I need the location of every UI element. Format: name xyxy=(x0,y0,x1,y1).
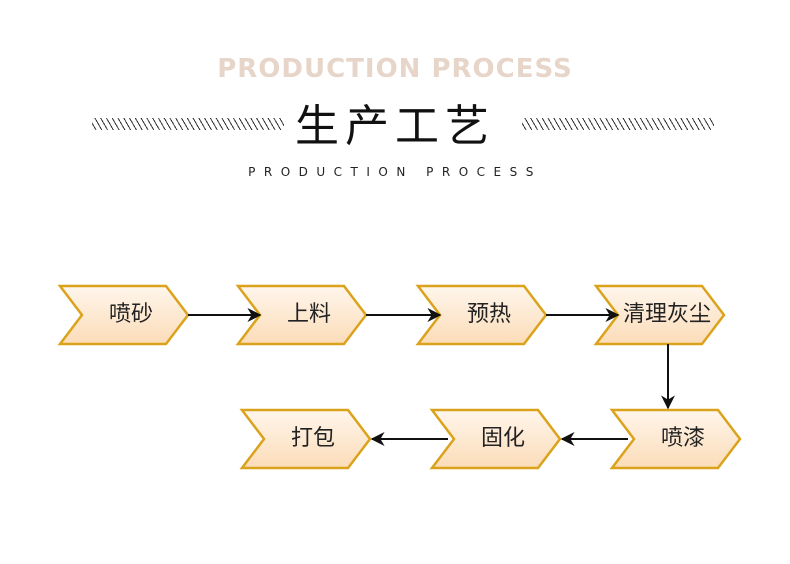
step-packaging-shape xyxy=(239,408,372,470)
step-preheating-label: 预热 xyxy=(466,302,511,327)
hatch-divider-left xyxy=(92,118,284,130)
step-loading-label: 上料 xyxy=(286,302,331,327)
step-curing-shape xyxy=(429,408,562,470)
step-sandblasting-label: 喷砂 xyxy=(108,302,153,327)
english-title: PRODUCTION PROCESS xyxy=(217,54,573,84)
chinese-title: 生产工艺 xyxy=(295,101,495,152)
hatch-divider-right xyxy=(522,118,714,130)
step-painting-label: 喷漆 xyxy=(660,426,705,451)
subtitle: PRODUCTION PROCESS xyxy=(248,165,542,179)
step-sandblasting-shape xyxy=(57,284,190,346)
step-painting-shape xyxy=(609,408,742,470)
step-packaging-label: 打包 xyxy=(290,426,335,451)
step-curing-label: 固化 xyxy=(480,426,525,451)
step-dust-cleaning-label: 清理灰尘 xyxy=(622,302,711,327)
